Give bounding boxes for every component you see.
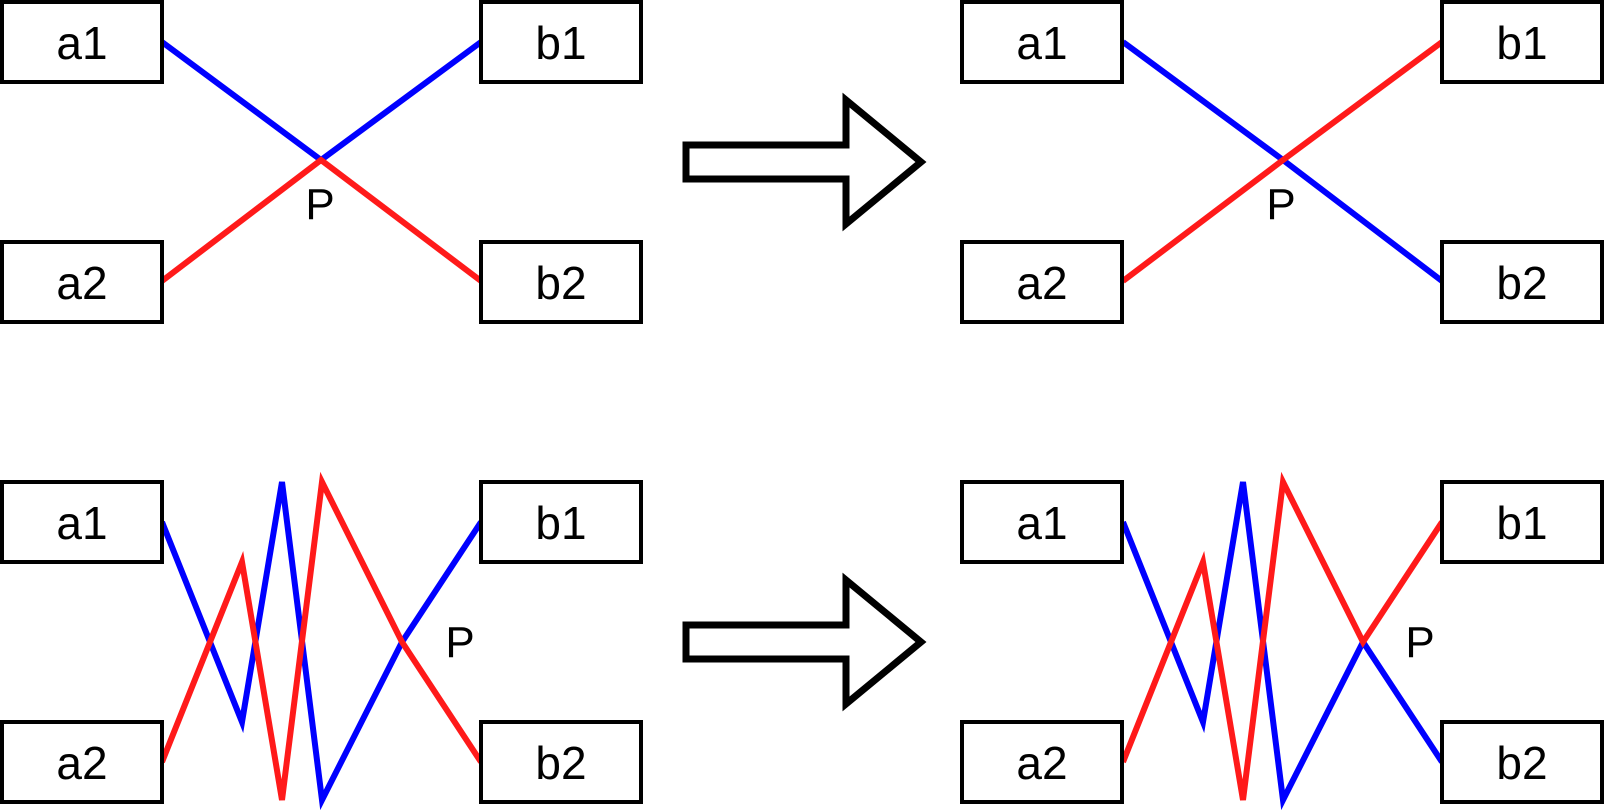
- point-p-label: P: [445, 618, 474, 667]
- point-p-label: P: [305, 180, 334, 229]
- node-b1: b1: [479, 0, 643, 84]
- node-b1: b1: [1440, 480, 1604, 564]
- node-b1-label: b1: [535, 497, 586, 549]
- node-a1: a1: [0, 0, 164, 84]
- node-a2: a2: [960, 240, 1124, 324]
- node-b1-label: b1: [1496, 497, 1547, 549]
- node-a1: a1: [960, 480, 1124, 564]
- node-a2-label: a2: [56, 257, 107, 309]
- node-b1-label: b1: [535, 17, 586, 69]
- panel-bottom-after: a1 a2 b1 b2 P: [960, 471, 1604, 811]
- node-a2-label: a2: [1016, 737, 1067, 789]
- node-b1-label: b1: [1496, 17, 1547, 69]
- node-a1-label: a1: [56, 497, 107, 549]
- node-b2-label: b2: [535, 257, 586, 309]
- node-b2: b2: [479, 720, 643, 804]
- node-b2-label: b2: [1496, 737, 1547, 789]
- panel-bottom-before: a1 a2 b1 b2 P: [0, 471, 643, 811]
- panel-top-after: a1 a2 b1 b2 P: [960, 0, 1604, 324]
- right-arrow-icon: [682, 92, 927, 232]
- wire-red-a2-b1: [1121, 39, 1444, 284]
- node-a1: a1: [960, 0, 1124, 84]
- node-a2-label: a2: [1016, 257, 1067, 309]
- node-a2: a2: [960, 720, 1124, 804]
- node-a1-label: a1: [56, 17, 107, 69]
- node-b1: b1: [479, 480, 643, 564]
- node-b2: b2: [1440, 240, 1604, 324]
- point-p-label: P: [1405, 618, 1434, 667]
- wire-blue-a1-b1: [160, 39, 483, 164]
- node-b2-label: b2: [1496, 257, 1547, 309]
- wire-red-a2-b2: [160, 156, 483, 284]
- wire-red-a2-b1: [1120, 471, 1445, 801]
- node-b2: b2: [479, 240, 643, 324]
- node-b1: b1: [1440, 0, 1604, 84]
- point-p-label: P: [1266, 180, 1295, 229]
- node-a2: a2: [0, 720, 164, 804]
- panel-top-before: a1 a2 b1 b2 P: [0, 0, 643, 324]
- right-arrow-icon: [682, 572, 927, 712]
- node-a1-label: a1: [1016, 17, 1067, 69]
- node-a1-label: a1: [1016, 497, 1067, 549]
- node-b2-label: b2: [535, 737, 586, 789]
- node-a1: a1: [0, 480, 164, 564]
- wire-red-a2-b2: [159, 471, 484, 801]
- node-a2: a2: [0, 240, 164, 324]
- node-a2-label: a2: [56, 737, 107, 789]
- node-b2: b2: [1440, 720, 1604, 804]
